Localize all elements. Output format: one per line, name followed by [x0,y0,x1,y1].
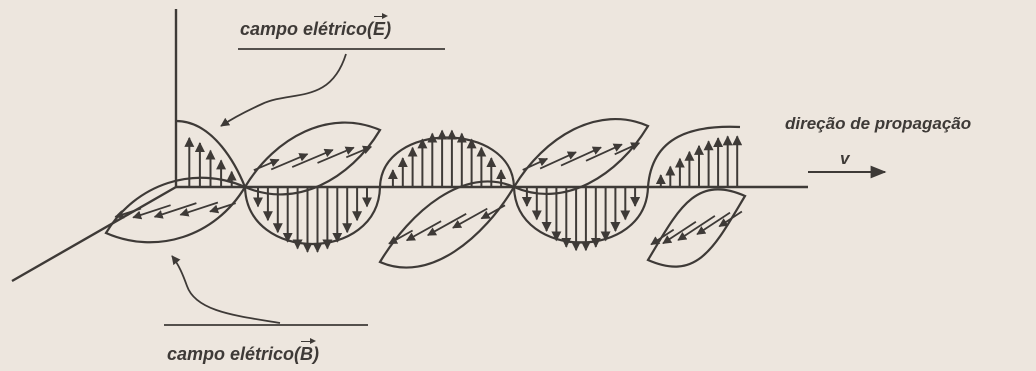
b-lobe-2 [243,121,382,196]
b-vector-arrow [114,207,142,219]
b-vector-arrow [179,201,219,217]
e-lobe-3 [378,136,516,188]
label-leaders [164,48,887,326]
electric-field-label-text: campo elétrico( [240,19,374,39]
e-lobe-2 [243,186,382,245]
velocity-label: v [840,149,850,168]
b-lobe-5 [646,188,747,268]
b-vector-arrow [560,146,602,167]
b-vector-arrow [291,148,334,168]
e-lobe-5 [646,125,741,188]
magnetic-field-label-text: campo elétrico( [167,344,301,364]
electric-field-vectors [184,129,743,253]
magnetic-field-label: campo elétrico(B) [167,338,320,364]
b-vector-arrow [539,151,577,170]
b-vector-arrow [696,211,731,236]
magnetic-label-leader [171,255,281,324]
electric-field-label-close: ) [385,19,392,39]
b-vector-arrow [317,146,355,164]
magnetic-field-vector-symbol: B [300,338,317,364]
b-vector-arrow [614,142,641,156]
b-vector-arrow [132,204,171,220]
b-vector-arrow [253,158,280,172]
e-lobe-4 [512,186,650,244]
b-vector-arrow [270,153,309,171]
b-vector-arrow [209,202,236,214]
b-vector-arrow [345,145,373,159]
magnetic-field-lobes [104,117,747,269]
transverse-axis [11,185,177,283]
b-vector-arrow [405,220,442,242]
b-vector-arrow [718,210,743,228]
e-lobe-1 [175,119,247,188]
electric-label-leader [220,53,347,127]
b-lobe-4 [512,117,650,196]
magnetic-field-label-close: ) [313,344,320,364]
electric-field-vector-symbol: E [373,13,389,39]
b-vector-arrow [585,143,623,162]
electric-field-label: campo elétrico(E) [240,13,392,39]
b-vector-arrow [650,228,675,246]
b-vector-arrow [677,215,716,241]
b-vector-arrow [427,213,467,236]
b-vector-arrow [480,204,506,220]
b-vector-arrow [522,157,549,171]
magnetic-field-vectors [114,142,743,246]
propagation-direction-label: direção de propagação [785,114,972,133]
b-vector-arrow [153,202,197,219]
